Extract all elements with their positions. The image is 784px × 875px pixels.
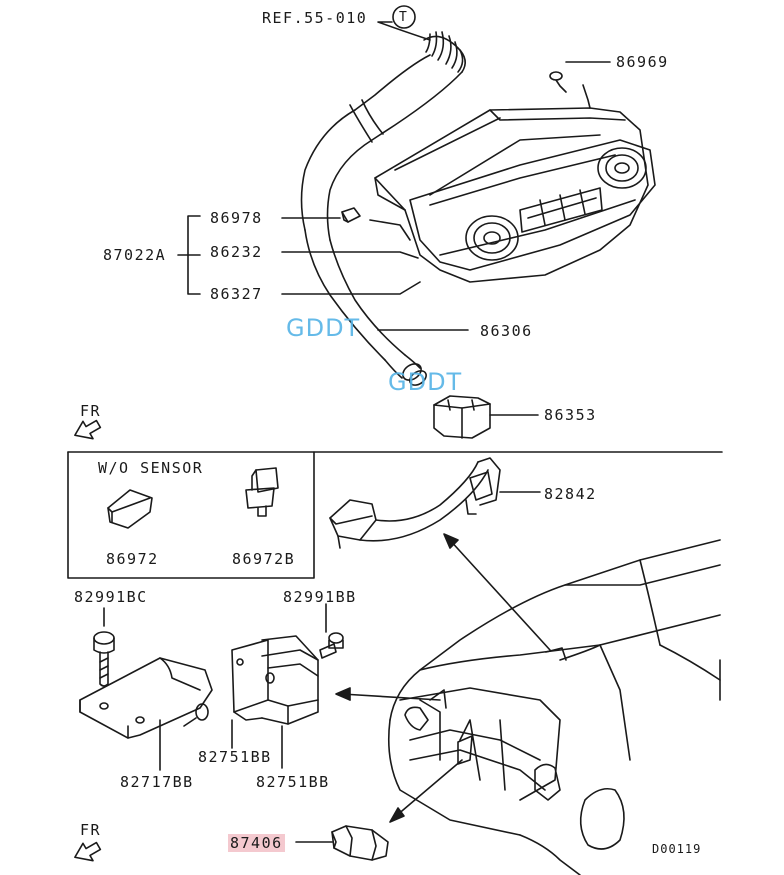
label-82751bb-b[interactable]: 82751BB <box>256 773 330 791</box>
label-86353[interactable]: 86353 <box>544 406 597 424</box>
heater-control-unit <box>374 84 656 283</box>
watermark-1: GDDT <box>286 314 361 342</box>
pointer-arrows <box>335 533 551 823</box>
label-82991bb[interactable]: 82991BB <box>283 588 357 606</box>
screw-86969 <box>549 71 567 93</box>
sensor-86972b <box>245 467 279 517</box>
diagram-code: D00119 <box>652 842 702 856</box>
label-82751bb-a[interactable]: 82751BB <box>198 748 272 766</box>
label-87406[interactable]: 87406 <box>228 834 285 852</box>
bracket-82717bb <box>79 657 213 739</box>
fr-arrow-bottom <box>74 841 102 862</box>
label-86972[interactable]: 86972 <box>106 550 159 568</box>
label-87022a[interactable]: 87022A <box>103 246 167 264</box>
label-82717bb[interactable]: 82717BB <box>120 773 194 791</box>
label-86969[interactable]: 86969 <box>616 53 669 71</box>
wo-sensor-box <box>67 451 315 579</box>
connector-86353 <box>433 395 491 439</box>
sensor-87406 <box>295 825 389 861</box>
label-wo-sensor: W/O SENSOR <box>98 459 204 477</box>
ref-circle <box>392 5 416 29</box>
corrugated-hose-end <box>423 31 466 73</box>
label-ref-circle: T <box>399 10 407 25</box>
label-86232[interactable]: 86232 <box>210 243 263 261</box>
leaders-top <box>177 61 611 416</box>
bolt-82991bb <box>319 603 344 659</box>
clip-86978 <box>341 207 411 241</box>
label-86972b[interactable]: 86972B <box>232 550 296 568</box>
fr-arrow-top <box>74 419 102 440</box>
label-86306[interactable]: 86306 <box>480 322 533 340</box>
label-fr-top: FR <box>80 402 102 420</box>
sensor-cap-86972 <box>107 489 153 529</box>
label-86327[interactable]: 86327 <box>210 285 263 303</box>
harness-82842 <box>329 457 541 549</box>
bolt-82991bc <box>93 607 115 687</box>
label-82991bc[interactable]: 82991BC <box>74 588 148 606</box>
relay-module-82751bb <box>231 635 319 725</box>
label-ref: REF.55-010 <box>262 9 368 27</box>
label-82842[interactable]: 82842 <box>544 485 597 503</box>
watermark-2: GDDT <box>388 368 463 396</box>
vehicle-outline <box>387 539 721 875</box>
label-86978[interactable]: 86978 <box>210 209 263 227</box>
ref-leader <box>377 21 431 41</box>
label-fr-bottom: FR <box>80 821 102 839</box>
